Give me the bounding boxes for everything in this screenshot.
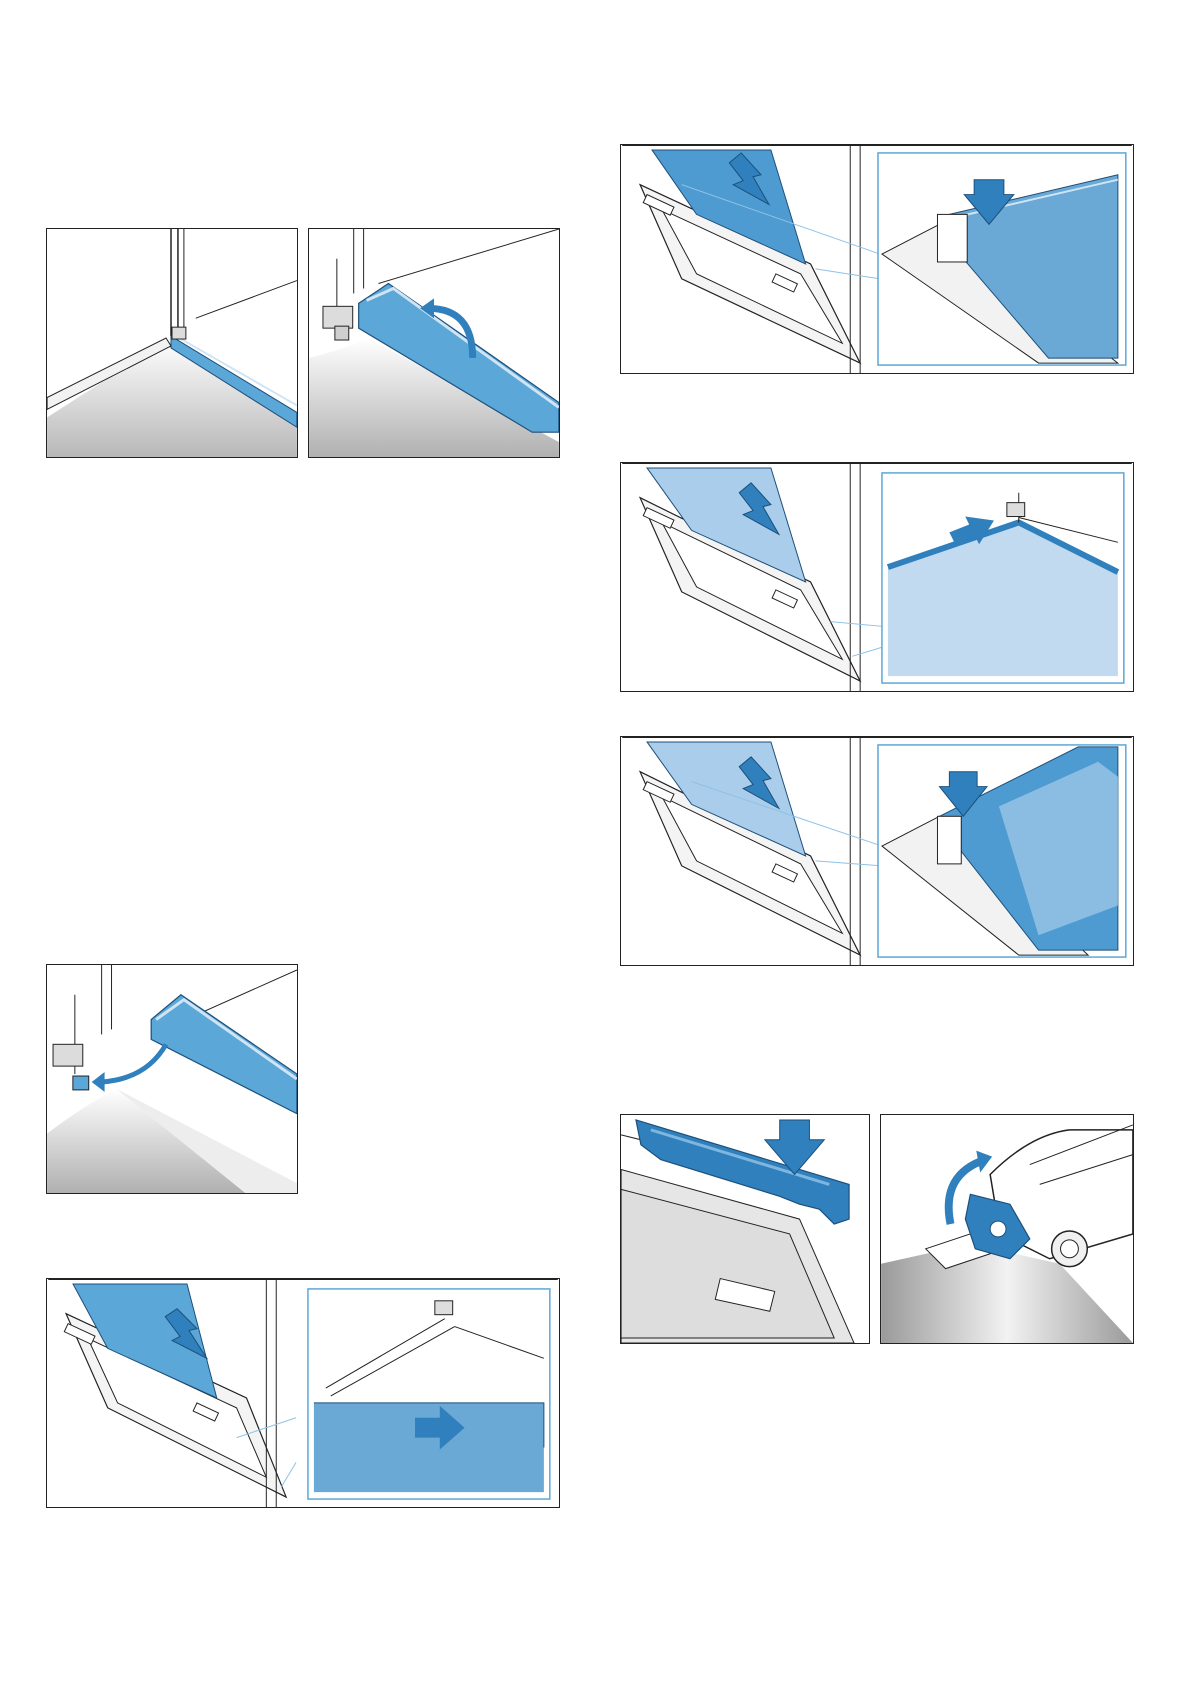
door-inner-pane-drawing: [47, 1279, 559, 1507]
illustration-door-pane-clip: [620, 144, 1134, 374]
profile-lift-off-drawing: [309, 229, 559, 457]
hinge-lock-lever-drawing: [881, 1115, 1133, 1343]
illustration-door-outer-pane: [620, 736, 1134, 966]
door-cover-fit-drawing: [621, 1115, 869, 1343]
illustration-profile-corner: [46, 228, 298, 458]
illustration-door-cover-fit: [620, 1114, 870, 1344]
illustration-door-inner-pane: [46, 1278, 560, 1508]
door-middle-pane-drawing: [621, 463, 1133, 691]
illustration-hinge-lock-lever: [880, 1114, 1134, 1344]
illustration-door-middle-pane: [620, 462, 1134, 692]
illustration-profile-lift-off: [308, 228, 560, 458]
illustration-profile-refit: [46, 964, 298, 1194]
door-pane-clip-drawing: [621, 145, 1133, 373]
door-outer-pane-drawing: [621, 737, 1133, 965]
profile-refit-drawing: [47, 965, 297, 1193]
profile-corner-drawing: [47, 229, 297, 457]
